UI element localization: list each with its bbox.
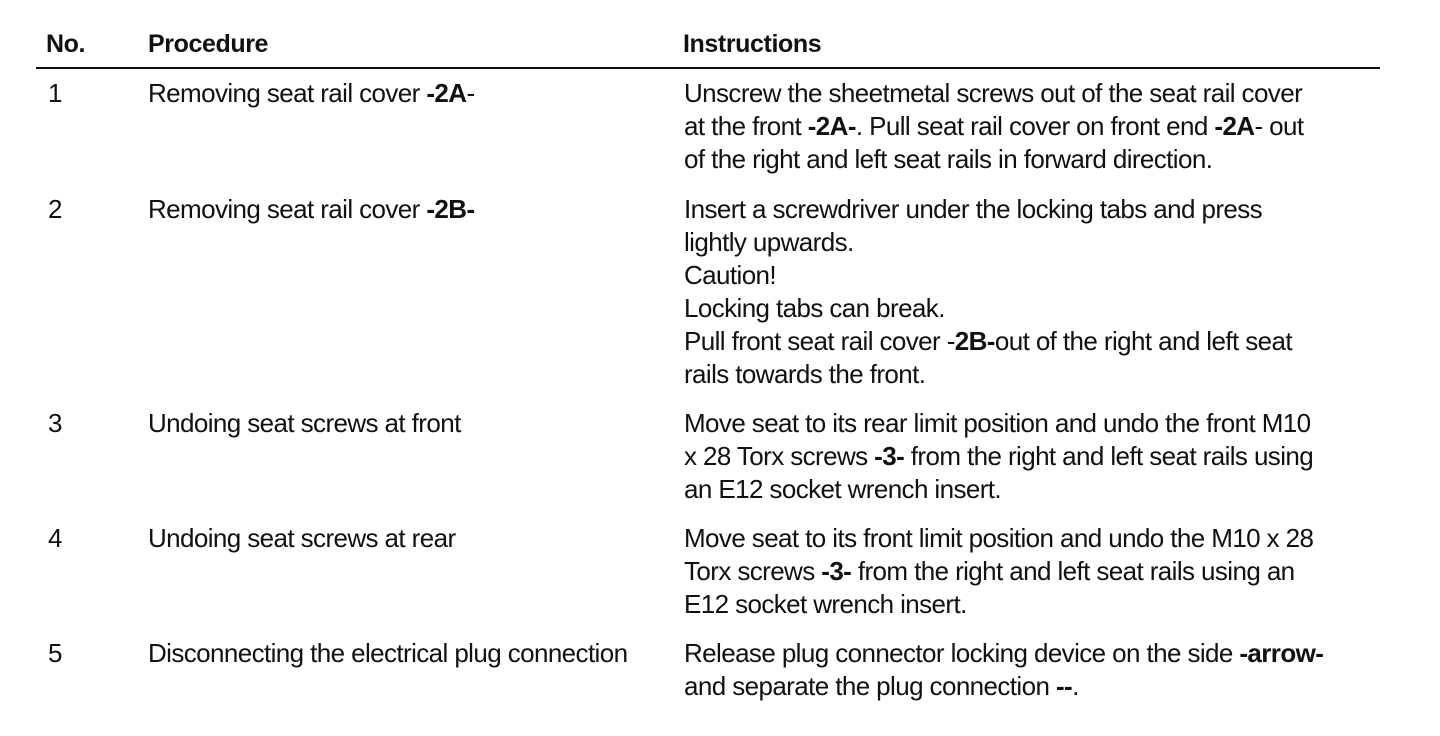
row-procedure: Undoing seat screws at rear bbox=[148, 522, 456, 555]
row-procedure: Undoing seat screws at front bbox=[148, 407, 461, 440]
text-segment: Undoing seat screws at rear bbox=[148, 523, 456, 553]
bold-reference: -2B- bbox=[426, 194, 475, 224]
row-number: 1 bbox=[48, 78, 62, 108]
instruction-line: Release plug connector locking device on… bbox=[684, 637, 1324, 670]
text-segment: - bbox=[466, 78, 475, 108]
text-segment: . bbox=[1072, 671, 1079, 701]
text-segment: Locking tabs can break. bbox=[684, 293, 945, 323]
text-segment: lightly upwards. bbox=[684, 227, 854, 257]
text-segment: an E12 socket wrench insert. bbox=[684, 474, 1002, 504]
bold-reference: 2B- bbox=[954, 326, 996, 356]
header-no: No. bbox=[46, 30, 86, 58]
row-instructions: Move seat to its front limit position an… bbox=[684, 522, 1314, 621]
instruction-line: Unscrew the sheetmetal screws out of the… bbox=[684, 77, 1304, 110]
instruction-line: at the front -2A-. Pull seat rail cover … bbox=[684, 110, 1304, 143]
instruction-line: x 28 Torx screws -3- from the right and … bbox=[684, 440, 1314, 473]
text-segment: out of the right and left seat bbox=[994, 326, 1293, 356]
row-number: 5 bbox=[48, 638, 62, 668]
instruction-line: lightly upwards. bbox=[684, 226, 1292, 259]
bold-reference: -3- bbox=[821, 556, 852, 586]
row-number: 4 bbox=[48, 523, 62, 553]
bold-reference: -2A bbox=[426, 78, 467, 108]
text-segment: . Pull seat rail cover on front end bbox=[855, 111, 1215, 141]
text-segment: x 28 Torx screws bbox=[684, 441, 875, 471]
bold-reference: -2A- bbox=[807, 111, 857, 141]
text-segment: Pull front seat rail cover - bbox=[684, 326, 955, 356]
row-number: 3 bbox=[48, 408, 62, 438]
text-segment: Undoing seat screws at front bbox=[148, 408, 461, 438]
instruction-line: E12 socket wrench insert. bbox=[684, 588, 1313, 621]
row-instructions: Release plug connector locking device on… bbox=[684, 637, 1324, 703]
text-segment: at the front bbox=[684, 111, 808, 141]
text-segment: rails towards the front. bbox=[684, 359, 926, 389]
header-divider bbox=[36, 67, 1380, 69]
instruction-line: Pull front seat rail cover -2B-out of th… bbox=[684, 325, 1293, 358]
text-segment: of the right and left seat rails in forw… bbox=[684, 144, 1213, 174]
instruction-line: Torx screws -3- from the right and left … bbox=[684, 555, 1313, 588]
row-procedure: Removing seat rail cover -2A- bbox=[148, 77, 475, 110]
instruction-line: Locking tabs can break. bbox=[684, 292, 1292, 325]
text-segment: Unscrew the sheetmetal screws out of the… bbox=[684, 78, 1303, 108]
text-segment: and separate the plug connection bbox=[684, 671, 1056, 701]
text-segment: E12 socket wrench insert. bbox=[684, 589, 967, 619]
row-procedure: Removing seat rail cover -2B- bbox=[148, 193, 475, 226]
row-instructions: Unscrew the sheetmetal screws out of the… bbox=[684, 77, 1304, 176]
instruction-line: Insert a screwdriver under the locking t… bbox=[684, 193, 1292, 226]
bold-reference: -3- bbox=[874, 441, 905, 471]
row-instructions: Move seat to its rear limit position and… bbox=[684, 407, 1314, 506]
instruction-line: Move seat to its front limit position an… bbox=[684, 522, 1314, 555]
text-segment: Move seat to its front limit position an… bbox=[684, 523, 1314, 553]
instruction-line: rails towards the front. bbox=[684, 358, 1292, 391]
text-segment: Removing seat rail cover bbox=[148, 194, 427, 224]
header-procedure: Procedure bbox=[148, 30, 269, 58]
bold-reference: -- bbox=[1055, 671, 1073, 701]
text-segment: Release plug connector locking device on… bbox=[684, 638, 1240, 668]
instruction-line: Move seat to its rear limit position and… bbox=[684, 407, 1313, 440]
bold-reference: -2A bbox=[1214, 111, 1255, 141]
text-segment: Move seat to its rear limit position and… bbox=[684, 408, 1311, 438]
text-segment: Caution! bbox=[684, 260, 777, 290]
instruction-line: an E12 socket wrench insert. bbox=[684, 473, 1313, 506]
instruction-line: and separate the plug connection --. bbox=[684, 670, 1323, 703]
header-instructions: Instructions bbox=[683, 30, 822, 58]
row-number: 2 bbox=[48, 194, 62, 224]
text-segment: Torx screws bbox=[684, 556, 822, 586]
bold-reference: -arrow- bbox=[1239, 638, 1324, 668]
text-segment: from the right and left seat rails using bbox=[904, 441, 1314, 471]
text-segment: from the right and left seat rails using… bbox=[851, 556, 1295, 586]
row-instructions: Insert a screwdriver under the locking t… bbox=[684, 193, 1293, 391]
row-procedure: Disconnecting the electrical plug connec… bbox=[148, 637, 628, 670]
text-segment: Disconnecting the electrical plug connec… bbox=[148, 638, 628, 668]
text-segment: - out bbox=[1254, 111, 1305, 141]
instruction-line: Caution! bbox=[684, 259, 1292, 292]
text-segment: Insert a screwdriver under the locking t… bbox=[684, 194, 1263, 224]
instruction-line: of the right and left seat rails in forw… bbox=[684, 143, 1304, 176]
text-segment: Removing seat rail cover bbox=[148, 78, 427, 108]
